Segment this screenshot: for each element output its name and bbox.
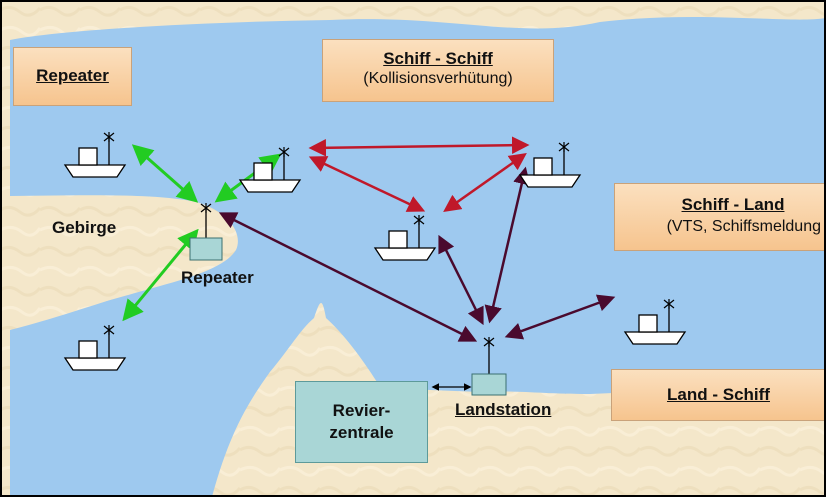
landstation-icon — [471, 337, 507, 396]
schiff-schiff-subtitle: (Kollisionsverhütung) — [363, 70, 513, 87]
land-schiff-title: Land - Schiff — [667, 385, 770, 404]
purple-link-3 — [484, 166, 531, 324]
red-link-1 — [308, 136, 530, 157]
schiff-land-box: Schiff - Land (VTS, Schiffsmeldung — [614, 183, 826, 251]
gebirge-label: Gebirge — [52, 218, 117, 237]
schiff-land-title: Schiff - Land — [681, 195, 785, 214]
revierzentrale-line1: Revier- — [332, 401, 391, 420]
land-schiff-box: Land - Schiff — [611, 369, 826, 421]
purple-link-2 — [438, 234, 484, 326]
schiff-schiff-box: Schiff - Schiff (Kollisionsverhütung) — [322, 39, 554, 102]
schiff-schiff-title: Schiff - Schiff — [383, 49, 493, 68]
repeater-box-title: Repeater — [36, 66, 109, 85]
mountain-peninsula — [0, 195, 238, 326]
schiff-land-subtitle: (VTS, Schiffsmeldung — [666, 218, 821, 235]
purple-link-4 — [504, 294, 616, 340]
purple-link-1 — [218, 212, 478, 342]
red-link-2 — [308, 156, 426, 212]
repeater-station-label: Repeater — [181, 268, 254, 287]
green-link-3 — [122, 228, 199, 322]
landstation-label: Landstation — [455, 400, 552, 419]
repeater-box: Repeater — [13, 47, 132, 106]
green-link-1 — [131, 144, 199, 203]
revierzentrale-line2: zentrale — [329, 423, 394, 442]
revierzentrale-box: Revier- zentrale — [295, 381, 428, 463]
repeater-station-icon — [189, 203, 223, 261]
